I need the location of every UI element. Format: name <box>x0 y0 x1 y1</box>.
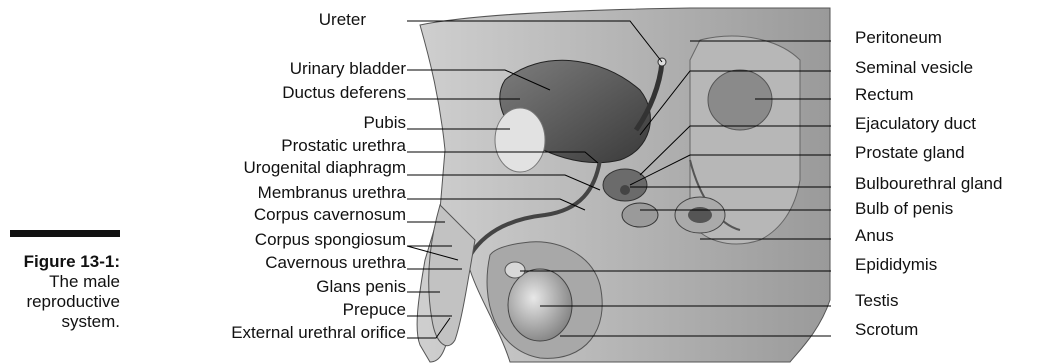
label-membranus-urethra: Membranus urethra <box>258 183 406 203</box>
label-ductus-deferens: Ductus deferens <box>282 83 406 103</box>
label-urinary-bladder: Urinary bladder <box>290 59 406 79</box>
label-anus: Anus <box>855 226 894 246</box>
label-urogenital-diaphragm: Urogenital diaphragm <box>243 158 406 178</box>
label-corpus-cavernosum: Corpus cavernosum <box>254 205 406 225</box>
label-rectum: Rectum <box>855 85 914 105</box>
label-bulbourethral-gland: Bulbourethral gland <box>855 174 1002 194</box>
label-ejaculatory-duct: Ejaculatory duct <box>855 114 976 134</box>
label-scrotum: Scrotum <box>855 320 918 340</box>
label-epididymis: Epididymis <box>855 255 937 275</box>
label-seminal-vesicle: Seminal vesicle <box>855 58 973 78</box>
label-corpus-spongiosum: Corpus spongiosum <box>255 230 406 250</box>
label-ureter: Ureter <box>319 10 366 30</box>
label-external-urethral-orifice: External urethral orifice <box>231 323 406 343</box>
label-prepuce: Prepuce <box>343 300 406 320</box>
label-testis: Testis <box>855 291 898 311</box>
label-peritoneum: Peritoneum <box>855 28 942 48</box>
label-bulb-of-penis: Bulb of penis <box>855 199 953 219</box>
label-prostatic-urethra: Prostatic urethra <box>281 136 406 156</box>
testis-shape <box>508 269 572 341</box>
label-pubis: Pubis <box>363 113 406 133</box>
label-glans-penis: Glans penis <box>316 277 406 297</box>
label-cavernous-urethra: Cavernous urethra <box>265 253 406 273</box>
pubis-bone <box>495 108 545 172</box>
label-prostate-gland: Prostate gland <box>855 143 965 163</box>
